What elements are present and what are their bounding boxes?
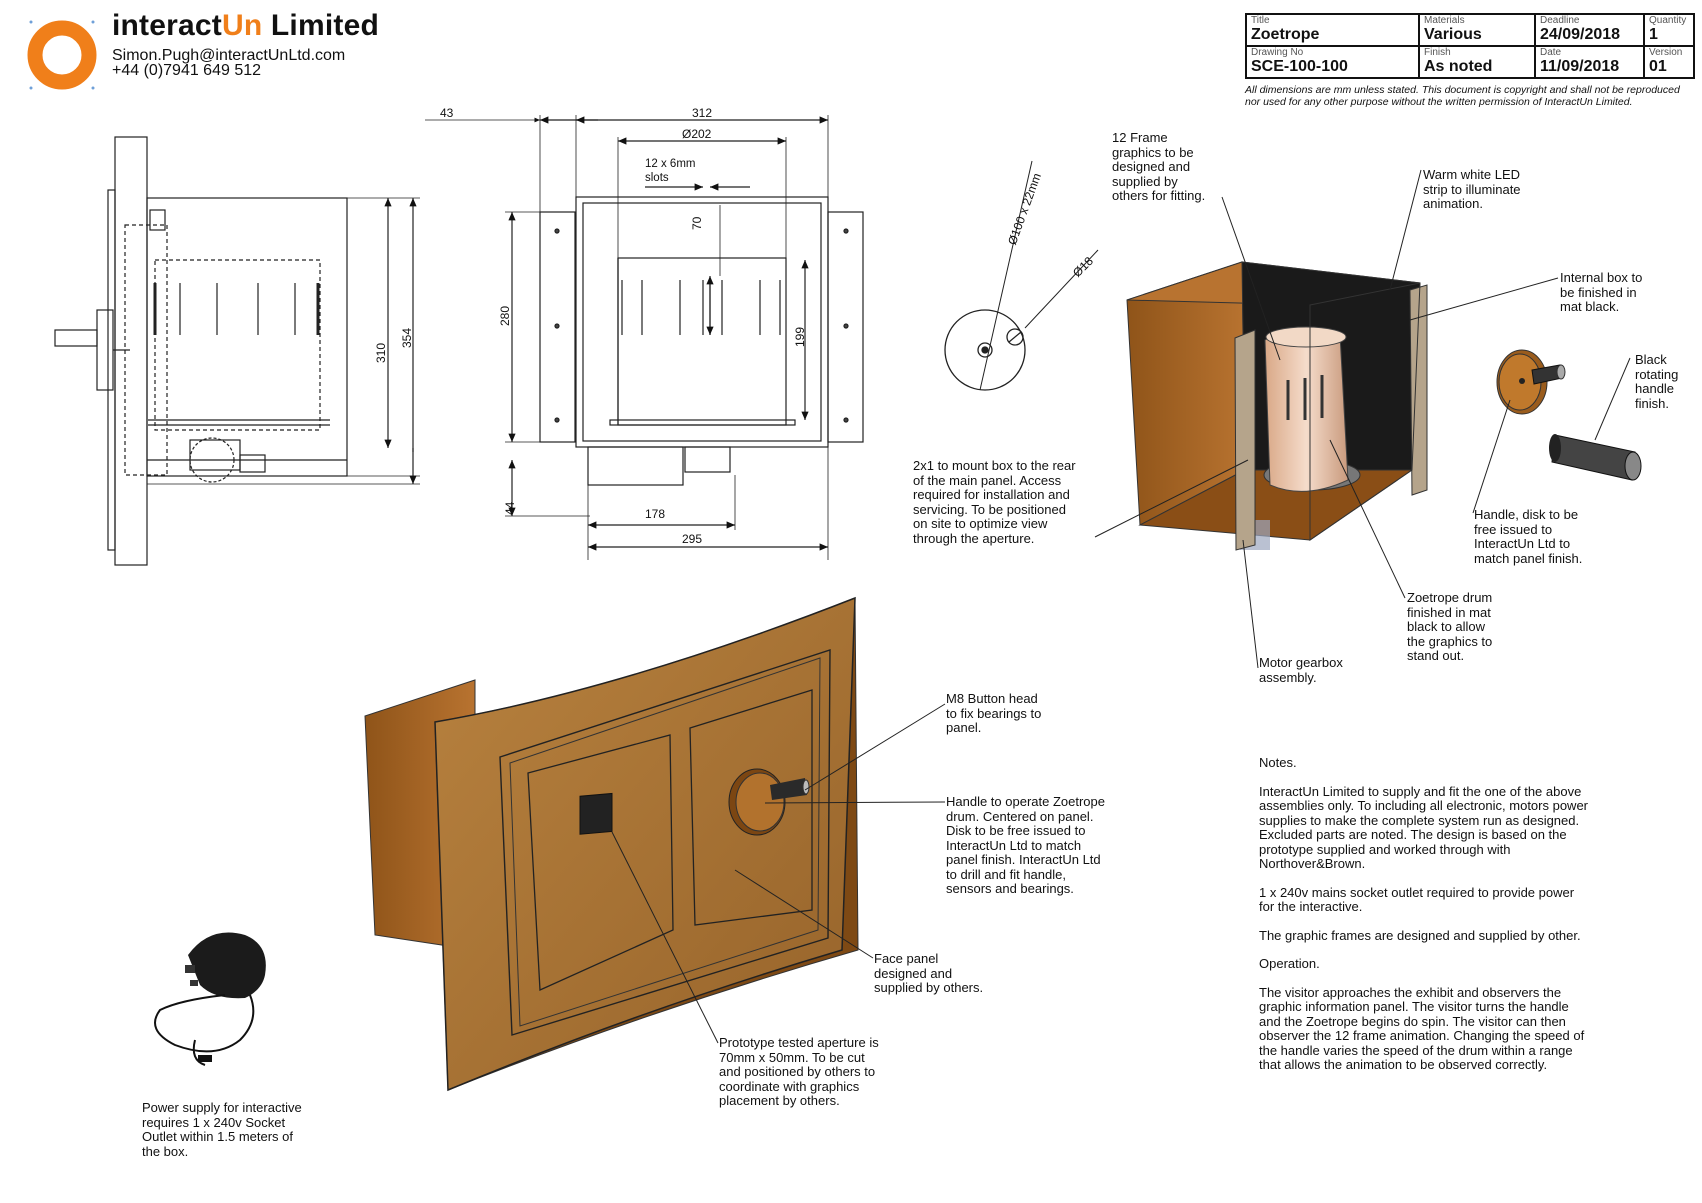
company-name: interactUn Limited bbox=[112, 9, 379, 42]
copyright-note: All dimensions are mm unless stated. Thi… bbox=[1245, 84, 1680, 108]
front-view bbox=[425, 115, 864, 560]
notes-paragraph: The graphic frames are designed and supp… bbox=[1259, 927, 1581, 943]
dim-202: Ø202 bbox=[682, 127, 712, 141]
dim-44: 44 bbox=[503, 501, 517, 515]
callout-face-panel: Face panel designed and supplied by othe… bbox=[874, 951, 984, 995]
zoetrope-box-3d bbox=[1126, 261, 1428, 551]
notes-section: Notes. InteractUn Limited to supply and … bbox=[1259, 755, 1589, 1087]
company-email: Simon.Pugh@interactUnLtd.com bbox=[112, 47, 346, 64]
power-supply-image bbox=[154, 932, 266, 1066]
company-phone: +44 (0)7941 649 512 bbox=[112, 62, 262, 79]
dim-312: 312 bbox=[692, 106, 713, 120]
dim-280: 280 bbox=[498, 305, 512, 326]
callout-power-supply: Power supply for interactive requires 1 … bbox=[142, 1100, 302, 1159]
dim-310: 310 bbox=[374, 342, 388, 363]
notes-heading: Notes. bbox=[1259, 755, 1297, 770]
dim-178: 178 bbox=[645, 507, 666, 521]
callout-handle-operate: Handle to operate Zoetrope drum. Centere… bbox=[946, 794, 1105, 896]
callout-aperture: Prototype tested aperture is 70mm x 50mm… bbox=[719, 1035, 879, 1108]
callout-mount: 2x1 to mount box to the rear of the main… bbox=[913, 458, 1076, 546]
callout-drum: Zoetrope drum finished in mat black to a… bbox=[1407, 590, 1493, 663]
notes-paragraph: InteractUn Limited to supply and fit the… bbox=[1259, 783, 1589, 871]
callout-black-handle: Black rotating handle finish. bbox=[1635, 352, 1679, 411]
notes-paragraph: 1 x 240v mains socket outlet required to… bbox=[1259, 884, 1575, 914]
callout-internal-box: Internal box to be finished in mat black… bbox=[1560, 270, 1643, 314]
operation-heading: Operation. bbox=[1259, 956, 1320, 971]
dim-43: 43 bbox=[440, 106, 454, 120]
callout-m8: M8 Button head to fix bearings to panel. bbox=[946, 691, 1042, 735]
face-panel-3d bbox=[364, 596, 859, 1092]
operation-paragraph: The visitor approaches the exhibit and o… bbox=[1259, 984, 1585, 1072]
handle-disk-3d bbox=[1496, 349, 1642, 481]
dim-199: 199 bbox=[793, 326, 807, 347]
dim-70: 70 bbox=[690, 216, 704, 230]
disk-detail bbox=[944, 160, 1099, 391]
callout-led: Warm white LED strip to illuminate anima… bbox=[1423, 167, 1521, 211]
company-contact: Simon.Pugh@interactUnLtd.com +44 (0)7941… bbox=[112, 47, 346, 79]
callout-motor: Motor gearbox assembly. bbox=[1259, 655, 1343, 685]
callout-frame-graphics: 12 Frame graphics to be designed and sup… bbox=[1112, 130, 1206, 203]
dim-354: 354 bbox=[400, 327, 414, 348]
dim-295: 295 bbox=[682, 532, 703, 546]
side-view bbox=[54, 136, 420, 566]
dim-slots: 12 x 6mm slots bbox=[645, 158, 696, 184]
leader-lines bbox=[611, 169, 1631, 1044]
company-logo bbox=[27, 20, 97, 90]
callout-handle-disk: Handle, disk to be free issued to Intera… bbox=[1474, 507, 1583, 566]
